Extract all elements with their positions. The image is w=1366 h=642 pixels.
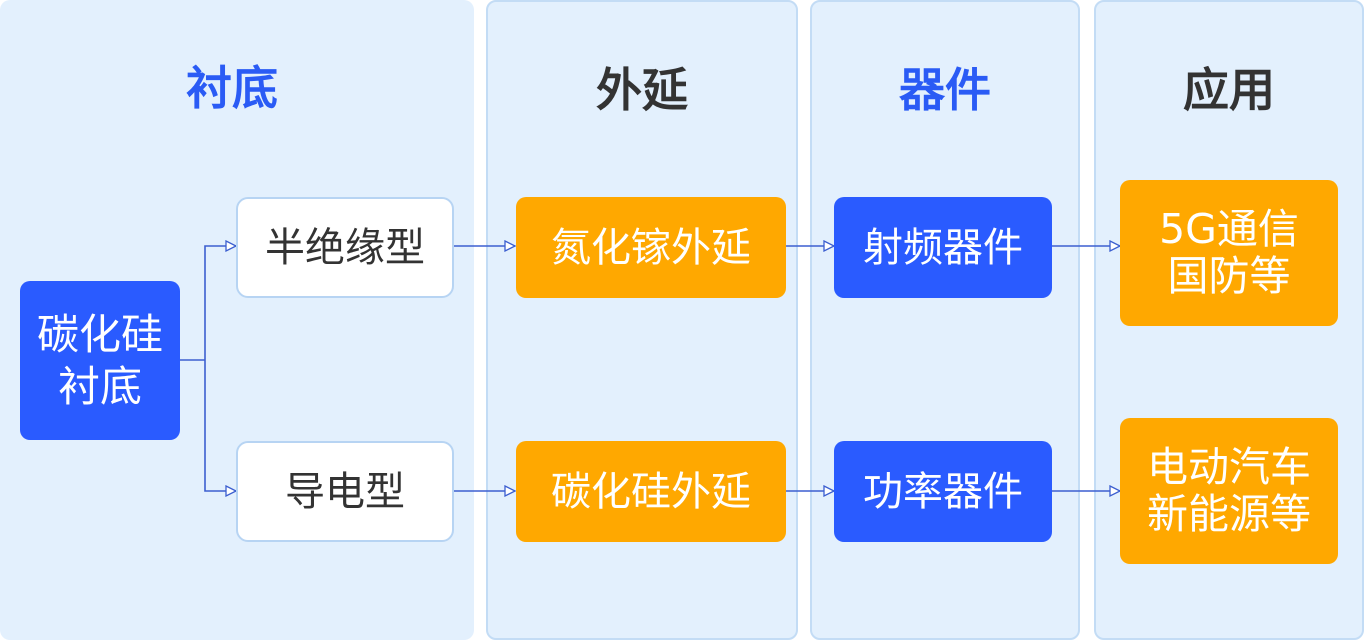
node-semi-insulating: 半绝缘型 — [236, 197, 454, 298]
node-app-5g: 5G通信 国防等 — [1120, 180, 1338, 326]
column-title-epitaxy: 外延 — [596, 63, 688, 117]
node-rf-device: 射频器件 — [834, 197, 1052, 298]
column-title-device: 器件 — [899, 63, 991, 117]
node-gan-epitaxy: 氮化镓外延 — [516, 197, 786, 298]
column-device: 器件 — [810, 0, 1080, 640]
node-app-ev: 电动汽车 新能源等 — [1120, 418, 1338, 564]
node-sic-epitaxy: 碳化硅外延 — [516, 441, 786, 542]
node-sic-substrate: 碳化硅 衬底 — [20, 281, 180, 440]
column-title-application: 应用 — [1183, 63, 1275, 117]
node-power-device: 功率器件 — [834, 441, 1052, 542]
column-epitaxy: 外延 — [486, 0, 798, 640]
node-conductive: 导电型 — [236, 441, 454, 542]
column-title-substrate: 衬底 — [186, 61, 278, 115]
